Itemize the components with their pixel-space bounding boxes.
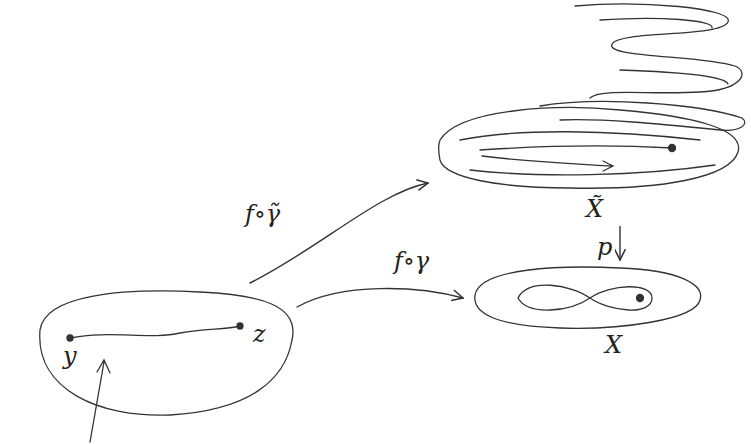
lifted-path — [480, 146, 672, 150]
covering-outline — [439, 108, 739, 189]
map-label: f∘γ — [391, 248, 432, 274]
point-label: z — [253, 321, 266, 347]
domain-region: yz — [35, 285, 295, 425]
map-arrow — [297, 289, 463, 307]
point-label: X̃ — [586, 196, 603, 222]
point-dot — [237, 323, 243, 329]
figure-eight-loop — [518, 285, 652, 310]
map-label: p — [594, 234, 615, 260]
pointer-arrow — [90, 360, 110, 442]
map-arrow — [619, 226, 620, 260]
point-dot — [669, 145, 676, 152]
covering-sheet — [575, 4, 742, 98]
path-gamma — [70, 326, 240, 338]
base-outline — [475, 267, 701, 328]
lifted-path — [482, 156, 613, 171]
covering-sheet — [600, 18, 728, 84]
point-label: y — [63, 343, 77, 369]
covering-space: X̃ — [430, 88, 745, 224]
point-dot — [637, 295, 644, 302]
point-label: X — [605, 332, 622, 358]
point-dot — [67, 335, 73, 341]
map-label: f∘γ̃ — [242, 201, 283, 227]
base-space: X — [465, 262, 710, 360]
covering-sheet — [460, 132, 715, 175]
domain-outline — [40, 291, 293, 415]
